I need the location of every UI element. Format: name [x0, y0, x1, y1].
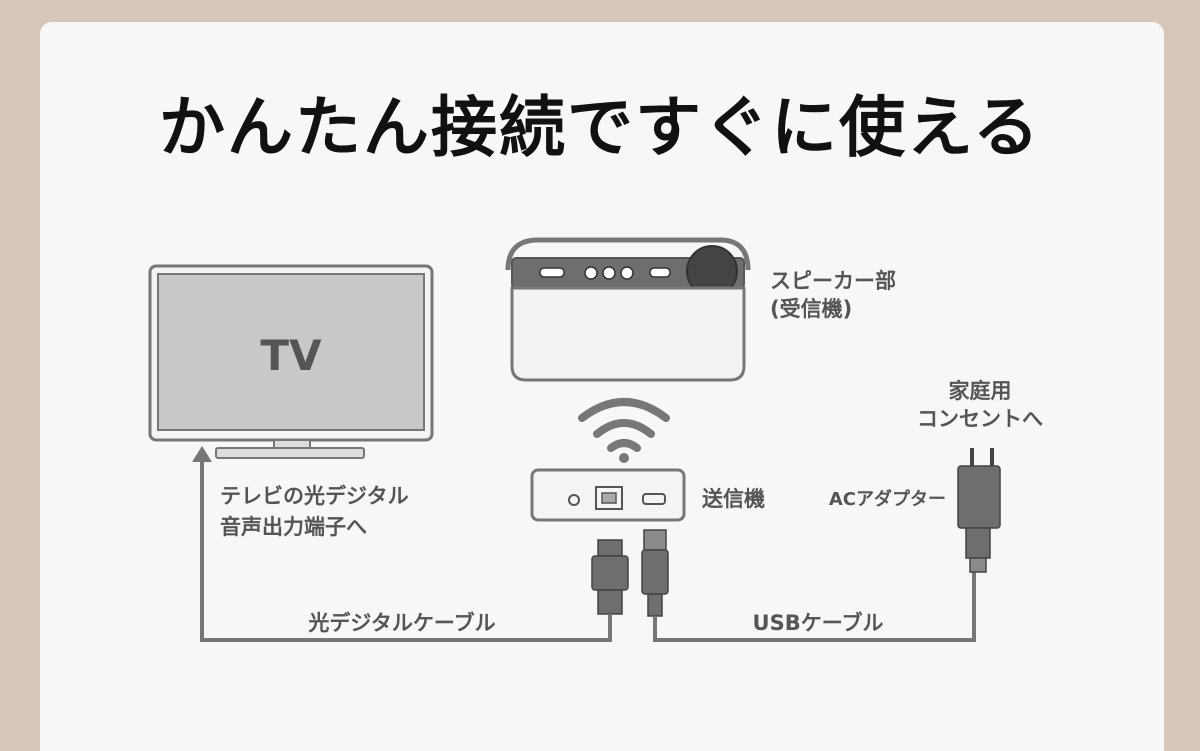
transmitter-label: 送信機 — [702, 487, 765, 511]
usb-cable-label: USBケーブル — [753, 611, 884, 635]
tv-arrow-head — [192, 446, 212, 462]
optical-cable-line — [200, 458, 612, 642]
page-title: かんたん接続ですぐに使える — [158, 89, 1042, 166]
wireless-signal-icon — [578, 398, 670, 463]
speaker-label-line1: スピーカー部 — [770, 269, 896, 293]
optical-plug-illustration — [591, 539, 629, 615]
usb-plug-illustration — [641, 529, 669, 617]
tv-port-label-line1: テレビの光デジタル — [220, 484, 409, 508]
speaker-label-line2: (受信機) — [770, 297, 852, 321]
ac-adapter-illustration — [957, 448, 1001, 573]
optical-cable-label: 光デジタルケーブル — [307, 611, 495, 635]
tv-illustration: TV — [148, 264, 434, 459]
speaker-illustration — [505, 237, 751, 382]
outlet-label-line1: 家庭用 — [949, 379, 1012, 403]
tv-port-label-line2: 音声出力端子へ — [220, 515, 367, 539]
transmitter-illustration — [530, 468, 686, 522]
ac-adapter-label: ACアダプター — [829, 488, 946, 510]
outlet-label-line2: コンセントへ — [917, 407, 1043, 431]
usb-cable-line — [653, 570, 976, 642]
tv-label: TV — [260, 331, 322, 380]
